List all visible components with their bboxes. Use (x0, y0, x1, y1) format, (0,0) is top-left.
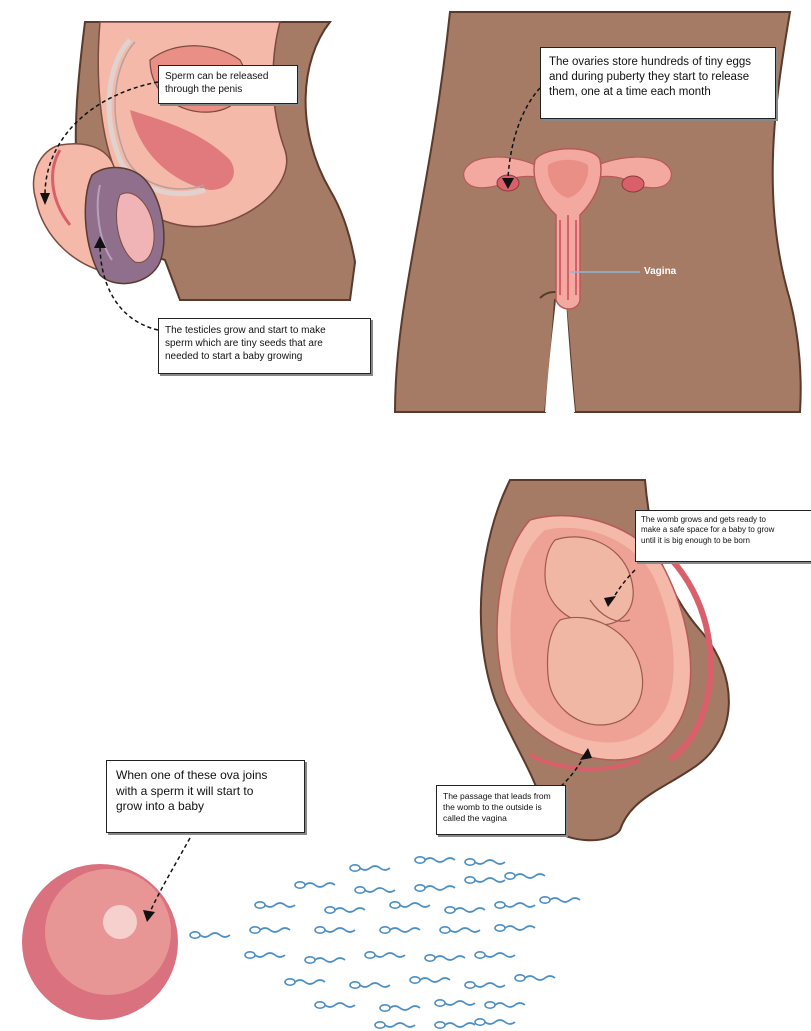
sperm-cell (465, 877, 505, 883)
sperm-cell (255, 902, 295, 908)
sperm-cell (410, 977, 450, 983)
sperm-cell (445, 907, 485, 913)
sperm-cell (425, 955, 465, 961)
callout-sperm-release: Sperm can be released through the penis (158, 65, 298, 104)
sperm-cell (295, 882, 335, 888)
sperm-cell (485, 1002, 525, 1008)
callout-testicles: The testicles grow and start to make spe… (158, 318, 371, 374)
sperm-cell (495, 902, 535, 908)
sperm-cell (365, 952, 405, 958)
callout-passage: The passage that leads from the womb to … (436, 785, 566, 835)
sperm-cell (540, 897, 580, 903)
sperm-cell (350, 865, 390, 871)
sperm-cell (465, 859, 505, 865)
sperm-cell (315, 1002, 355, 1008)
sperm-cell (375, 1022, 415, 1028)
sperm-cell (415, 885, 455, 891)
sperm-cell (435, 1000, 475, 1006)
vagina-label-text: Vagina (644, 266, 676, 277)
sperm-cell (435, 1022, 475, 1028)
sperm-cell (475, 952, 515, 958)
male-anatomy-illustration (33, 22, 355, 300)
callout-ovaries-text: The ovaries store hundreds of tiny eggs … (549, 56, 751, 98)
callout-sperm-release-text: Sperm can be released through the penis (165, 71, 268, 95)
sperm-cell (415, 857, 455, 863)
callout-passage-text: The passage that leads from the womb to … (443, 791, 551, 823)
callout-womb: The womb grows and gets ready to make a … (635, 510, 811, 562)
sperm-cell (355, 887, 395, 893)
sperm-cell (465, 982, 505, 988)
sperm-cell (250, 927, 290, 933)
callout-ova-text: When one of these ova joins with a sperm… (116, 768, 267, 813)
sperm-cells-group (190, 857, 580, 1028)
callout-ovaries: The ovaries store hundreds of tiny eggs … (540, 47, 776, 119)
sperm-cell (505, 873, 545, 879)
vagina-label: Vagina (644, 266, 676, 277)
sperm-cell (380, 1005, 420, 1011)
sperm-cell (495, 925, 535, 931)
sperm-cell (305, 957, 345, 963)
callout-womb-text: The womb grows and gets ready to make a … (641, 515, 774, 545)
sperm-cell (350, 982, 390, 988)
sperm-cell (440, 927, 480, 933)
callout-testicles-text: The testicles grow and start to make spe… (165, 325, 326, 362)
arrow-ova (150, 838, 190, 912)
sperm-cell (515, 975, 555, 981)
sperm-cell (390, 902, 430, 908)
sperm-cell (245, 952, 285, 958)
ovum-illustration (22, 864, 178, 1020)
sperm-cell (190, 932, 230, 938)
sperm-cell (315, 927, 355, 933)
sperm-cell (380, 927, 420, 933)
sperm-cell (325, 907, 365, 913)
callout-ova: When one of these ova joins with a sperm… (106, 760, 305, 833)
sperm-cell (285, 979, 325, 985)
sperm-cell (475, 1019, 515, 1025)
